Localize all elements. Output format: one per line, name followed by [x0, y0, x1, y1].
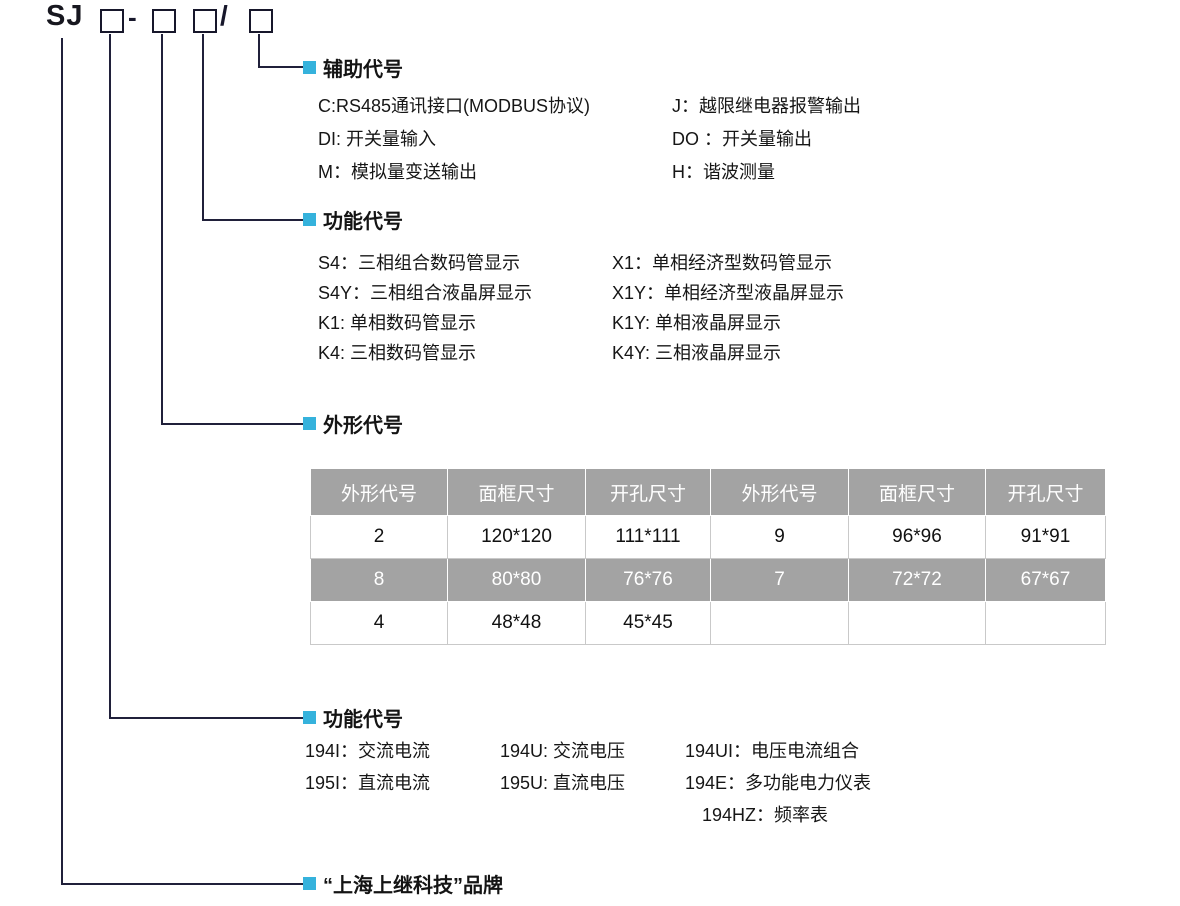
func-item: S4：三相组合数码管显示 — [318, 253, 521, 273]
table-cell: 111*111 — [585, 515, 711, 559]
section-bullet-icon — [303, 710, 316, 724]
series-item: 194U: 交流电压 — [500, 741, 626, 761]
series-item — [500, 799, 685, 831]
series-item: 194HZ：频率表 — [702, 805, 829, 825]
series-item: 194E：多功能电力仪表 — [685, 773, 872, 793]
section-bullet-icon — [303, 60, 316, 74]
func-item: S4Y：三相组合液晶屏显示 — [318, 283, 533, 303]
table-cell: 120*120 — [447, 515, 586, 559]
aux-item: C:RS485通讯接口(MODBUS协议) — [318, 96, 591, 116]
list-item: C:RS485通讯接口(MODBUS协议) J：越限继电器报警输出 — [318, 90, 861, 123]
section-title-label: 功能代号 — [323, 210, 403, 233]
aux-item: DO ：开关量输出 — [672, 129, 813, 149]
table-cell — [848, 601, 986, 645]
table-cell: 96*96 — [848, 515, 986, 559]
column-header: 面框尺寸 — [447, 468, 586, 516]
table-cell: 4 — [310, 601, 448, 645]
section-title-auxiliary-code: 辅助代号 — [303, 54, 403, 81]
table-cell: 8 — [310, 558, 448, 602]
connector-brand-vertical — [61, 38, 63, 885]
aux-item: M：模拟量变送输出 — [318, 162, 477, 182]
connector-func-vertical — [202, 34, 204, 221]
section-bullet-icon — [303, 876, 316, 890]
section-title-shape-code: 外形代号 — [303, 410, 403, 437]
section-bullet-icon — [303, 416, 316, 430]
section-title-series-function-code: 功能代号 — [303, 704, 403, 731]
list-item: S4：三相组合数码管显示 X1：单相经济型数码管显示 — [318, 248, 844, 278]
auxiliary-code-list: C:RS485通讯接口(MODBUS协议) J：越限继电器报警输出 DI: 开关… — [318, 90, 861, 189]
model-dash-separator: - — [128, 2, 137, 32]
shape-code-table: 外形代号 面框尺寸 开孔尺寸 外形代号 面框尺寸 开孔尺寸 2 120*120 … — [310, 468, 1106, 645]
func-item: K4: 三相数码管显示 — [318, 343, 477, 363]
series-item: 195I：直流电流 — [305, 773, 431, 793]
connector-shape-vertical — [161, 34, 163, 425]
connector-aux-vertical — [258, 34, 260, 68]
model-placeholder-box-4 — [249, 9, 273, 33]
list-item: 194HZ：频率表 — [305, 799, 871, 831]
table-cell: 9 — [710, 515, 849, 559]
section-bullet-icon — [303, 212, 316, 226]
func-item: K1Y: 单相液晶屏显示 — [612, 313, 782, 333]
section-title-label: 功能代号 — [323, 708, 403, 731]
table-cell: 76*76 — [585, 558, 711, 602]
connector-func-horizontal — [202, 219, 303, 221]
model-placeholder-box-1 — [100, 9, 124, 33]
column-header: 开孔尺寸 — [585, 468, 711, 516]
table-cell: 72*72 — [848, 558, 986, 602]
series-item: 195U: 直流电压 — [500, 773, 626, 793]
column-header: 外形代号 — [310, 468, 448, 516]
section-title-brand: “上海上继科技”品牌 — [303, 870, 503, 897]
table-cell: 7 — [710, 558, 849, 602]
table-cell: 91*91 — [985, 515, 1106, 559]
list-item: 194I：交流电流 194U: 交流电压 194UI：电压电流组合 — [305, 735, 871, 767]
table-row: 4 48*48 45*45 — [310, 601, 1106, 645]
connector-series-vertical — [109, 34, 111, 719]
func-item: X1：单相经济型数码管显示 — [612, 253, 833, 273]
connector-shape-horizontal — [161, 423, 303, 425]
series-item: 194I：交流电流 — [305, 741, 431, 761]
table-header-row: 外形代号 面框尺寸 开孔尺寸 外形代号 面框尺寸 开孔尺寸 — [310, 468, 1106, 516]
list-item: S4Y：三相组合液晶屏显示 X1Y：单相经济型液晶屏显示 — [318, 278, 844, 308]
aux-item: J：越限继电器报警输出 — [672, 96, 861, 116]
table-row: 2 120*120 111*111 9 96*96 91*91 — [310, 515, 1106, 559]
aux-item: DI: 开关量输入 — [318, 129, 437, 149]
list-item: M：模拟量变送输出 H：谐波测量 — [318, 156, 861, 189]
series-item — [305, 799, 500, 831]
series-function-code-list: 194I：交流电流 194U: 交流电压 194UI：电压电流组合 195I：直… — [305, 735, 871, 831]
column-header: 开孔尺寸 — [985, 468, 1106, 516]
func-item: K4Y: 三相液晶屏显示 — [612, 343, 782, 363]
model-prefix: SJ — [46, 0, 84, 32]
display-function-code-list: S4：三相组合数码管显示 X1：单相经济型数码管显示 S4Y：三相组合液晶屏显示… — [318, 248, 844, 368]
section-title-label: 辅助代号 — [323, 58, 403, 81]
table-cell: 48*48 — [447, 601, 586, 645]
series-item: 194UI：电压电流组合 — [685, 741, 860, 761]
connector-aux-horizontal — [258, 66, 303, 68]
table-cell: 2 — [310, 515, 448, 559]
aux-item: H：谐波测量 — [672, 162, 775, 182]
model-placeholder-box-3 — [193, 9, 217, 33]
table-cell — [985, 601, 1106, 645]
table-cell: 67*67 — [985, 558, 1106, 602]
section-title-display-function-code: 功能代号 — [303, 206, 403, 233]
model-placeholder-box-2 — [152, 9, 176, 33]
table-cell: 45*45 — [585, 601, 711, 645]
column-header: 面框尺寸 — [848, 468, 986, 516]
table-cell: 80*80 — [447, 558, 586, 602]
connector-series-horizontal — [109, 717, 303, 719]
list-item: K4: 三相数码管显示 K4Y: 三相液晶屏显示 — [318, 338, 844, 368]
list-item: K1: 单相数码管显示 K1Y: 单相液晶屏显示 — [318, 308, 844, 338]
func-item: K1: 单相数码管显示 — [318, 313, 477, 333]
table-cell — [710, 601, 849, 645]
table-row: 8 80*80 76*76 7 72*72 67*67 — [310, 558, 1106, 602]
connector-brand-horizontal — [61, 883, 303, 885]
section-title-label: 外形代号 — [323, 414, 403, 437]
list-item: DI: 开关量输入 DO ：开关量输出 — [318, 123, 861, 156]
func-item: X1Y：单相经济型液晶屏显示 — [612, 283, 845, 303]
brand-label: “上海上继科技”品牌 — [323, 874, 503, 897]
model-slash-separator: / — [220, 0, 228, 31]
list-item: 195I：直流电流 195U: 直流电压 194E：多功能电力仪表 — [305, 767, 871, 799]
column-header: 外形代号 — [710, 468, 849, 516]
